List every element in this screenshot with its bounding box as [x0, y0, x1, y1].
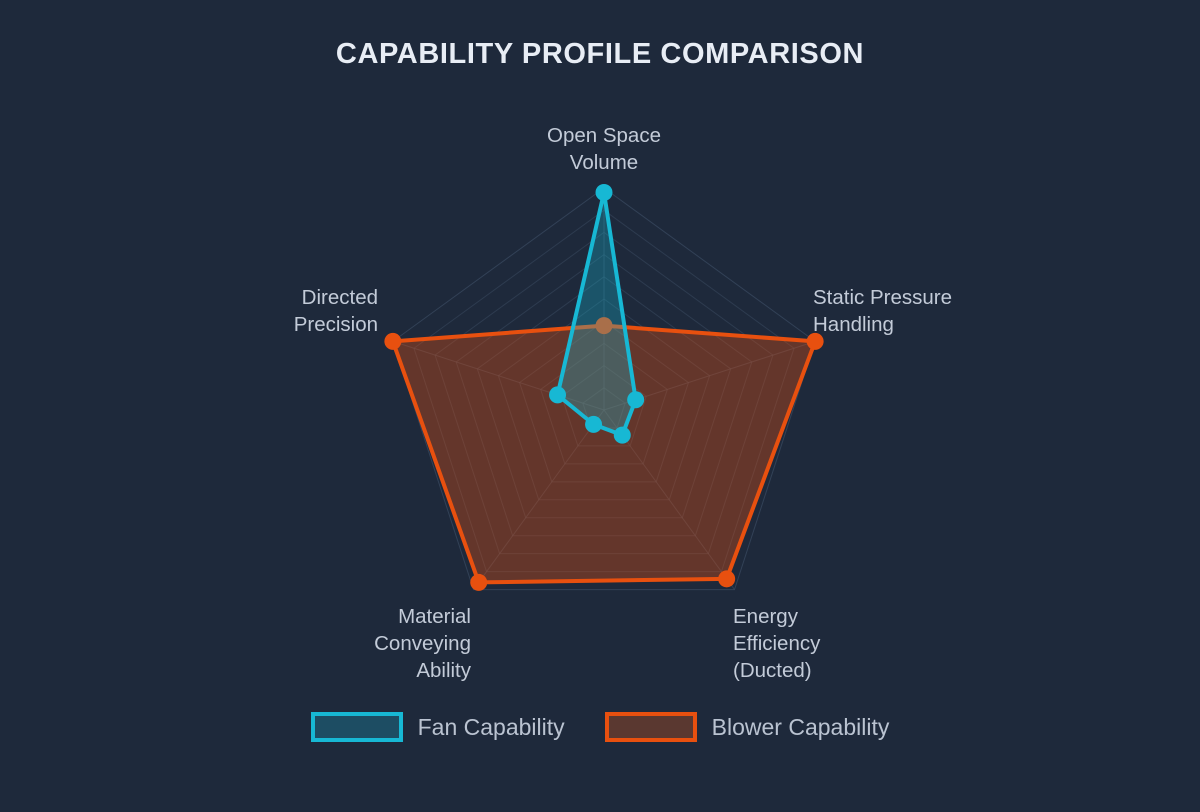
axis-spoke — [473, 409, 605, 590]
legend-label-fan-capability: Fan Capability — [417, 713, 565, 740]
axis-label-open-space-volume: Open Space Volume — [547, 124, 661, 174]
grid-ring — [392, 187, 816, 591]
axis-label-energy-efficiency-ducted: Energy Efficiency (Ducted) — [733, 605, 821, 682]
series-area — [390, 323, 818, 585]
series-data-point[interactable] — [595, 317, 613, 335]
axis-label-directed-precision: Directed Precision — [293, 286, 378, 336]
series-data-point[interactable] — [806, 332, 824, 350]
radar-axis-spokes — [392, 188, 816, 590]
grid-ring — [455, 253, 753, 537]
series-data-point[interactable] — [613, 426, 631, 444]
series-data-point[interactable] — [718, 570, 736, 588]
legend-item-fan-capability[interactable]: Fan Capability — [310, 712, 565, 742]
legend-item-blower-capability[interactable]: Blower Capability — [604, 712, 890, 742]
grid-ring — [476, 276, 732, 519]
series-data-point[interactable] — [595, 183, 613, 201]
grid-ring — [540, 342, 668, 465]
radar-series-layer — [384, 183, 824, 591]
series-area — [555, 190, 638, 438]
axis-spoke — [392, 340, 605, 411]
axis-label-material-conveying-ability: Material Conveying Ability — [374, 605, 471, 682]
grid-ring — [561, 364, 647, 447]
page-title: CAPABILITY PROFILE COMPARISON — [335, 38, 865, 70]
series-data-point[interactable] — [627, 391, 645, 409]
series-data-point[interactable] — [549, 386, 567, 404]
radar-series-fan-capability — [549, 183, 645, 444]
axis-label-static-pressure-handling: Static Pressure Handling — [813, 286, 952, 336]
grid-ring — [518, 320, 690, 483]
chart-legend: Fan Capability Blower Capability — [0, 712, 1200, 742]
radar-series-blower-capability — [384, 317, 824, 591]
series-data-point[interactable] — [384, 332, 402, 350]
series-data-point[interactable] — [470, 573, 488, 591]
legend-label-blower-capability: Blower Capability — [711, 713, 890, 740]
grid-ring — [413, 209, 795, 573]
legend-swatch-blower-capability — [604, 712, 697, 742]
series-data-point[interactable] — [585, 415, 603, 433]
legend-swatch-fan-capability — [310, 712, 403, 742]
grid-ring — [497, 298, 711, 501]
